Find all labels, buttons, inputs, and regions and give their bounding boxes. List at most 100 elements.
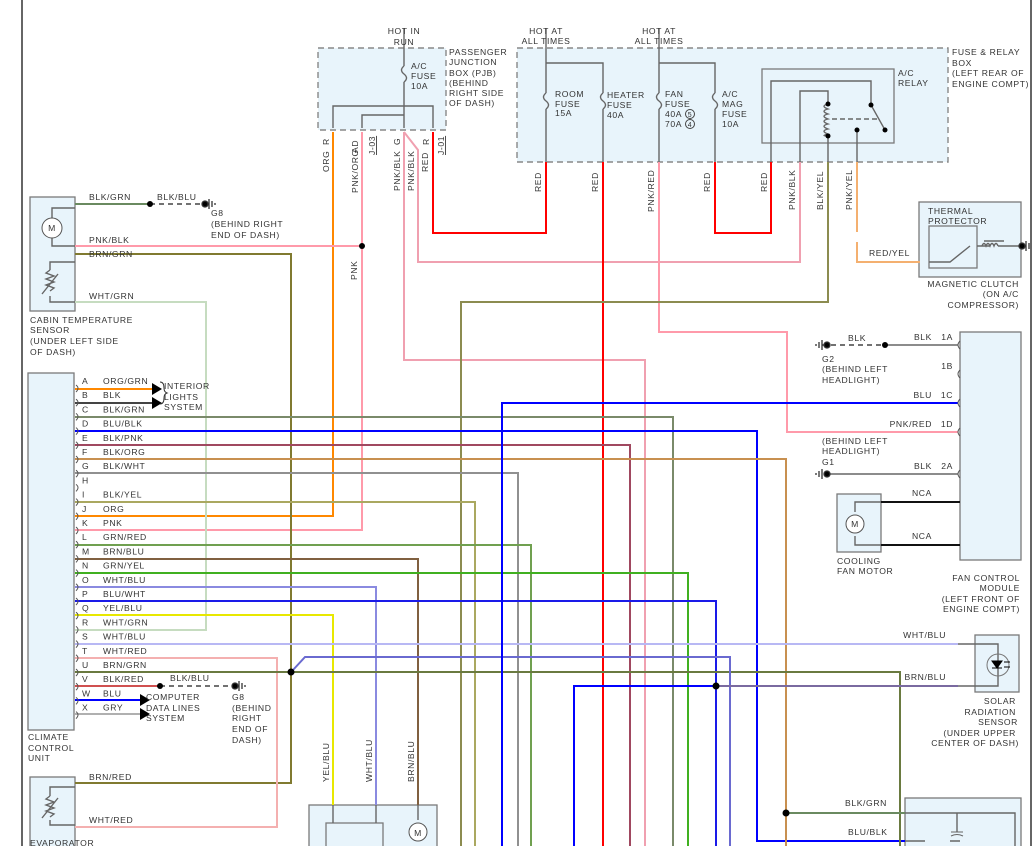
ccu-pin-letter: T xyxy=(82,646,88,656)
evap-label: EVAPORATOR xyxy=(30,838,94,846)
wire-blu-574 xyxy=(573,685,716,846)
arrow-icon xyxy=(140,708,150,720)
cabin-ground: G8 xyxy=(211,208,224,218)
pjb-fuse-3: 10A xyxy=(411,81,428,91)
mag-fuse: 10A xyxy=(722,119,739,129)
fuse-icon xyxy=(400,65,408,83)
frb-hot2: ALL TIMES xyxy=(635,36,684,46)
solar-label: RADIATION xyxy=(964,707,1016,717)
room-fuse: ROOM xyxy=(555,89,584,99)
ccu-pin-wire: WHT/GRN xyxy=(103,617,148,627)
motor-icon: M xyxy=(845,514,865,534)
connector-icon xyxy=(75,384,79,393)
solar-label: SOLAR xyxy=(984,696,1016,706)
cabin-label: CABIN TEMPERATURE xyxy=(30,315,133,325)
pjb-fuse-2: FUSE xyxy=(411,71,436,81)
fcm-pin: 1A xyxy=(941,332,953,342)
cabin-ground-wire: BLK/BLU xyxy=(157,192,197,202)
data-lines: SYSTEM xyxy=(146,713,185,723)
frb-wire: RED xyxy=(590,172,600,192)
wire-c xyxy=(75,416,674,846)
pjb-pin: G xyxy=(392,138,402,145)
interior-lights: LIGHTS xyxy=(164,392,199,402)
blower-wire: WHT/BLU xyxy=(364,739,374,782)
pjb-hot-2: RUN xyxy=(394,37,414,47)
mag-fuse: FUSE xyxy=(722,109,747,119)
connector-icon xyxy=(75,583,79,592)
ccu-pin-wire: BLK/RED xyxy=(103,674,144,684)
ccu-pin-letter: B xyxy=(82,390,88,400)
ccu-ground-wire: BLK/BLU xyxy=(170,673,210,683)
g2-label: G2 xyxy=(822,354,835,364)
ccu-pin-wire: WHT/RED xyxy=(103,646,147,656)
blower-resistor xyxy=(325,822,384,846)
fcm-label: FAN CONTROL xyxy=(952,573,1020,583)
wire-t xyxy=(75,657,278,828)
wire-org xyxy=(75,132,334,517)
pjb-pin: R xyxy=(421,138,431,145)
internal-circuits xyxy=(41,28,1022,846)
frb-wire: PNK/BLK xyxy=(787,169,797,210)
ccu-pin-wire: ORG/GRN xyxy=(103,376,148,386)
ccu-pin-wire: GRN/RED xyxy=(103,532,147,542)
pjb-label-line: RIGHT SIDE xyxy=(449,88,504,98)
wire-pnk-yel xyxy=(856,162,920,263)
note-circle-icon xyxy=(685,109,695,119)
connector-icon xyxy=(75,682,79,691)
ccu-pin-wire: BRN/BLU xyxy=(103,546,144,556)
fuse-icon xyxy=(655,92,719,110)
passenger-junction-box xyxy=(317,47,447,131)
pjb-fuse-1: A/C xyxy=(411,61,427,71)
ccu-pin-letter: I xyxy=(82,490,85,500)
wire-f xyxy=(75,458,787,846)
pjb-wire: ORG xyxy=(321,151,331,172)
connector-icon xyxy=(75,469,79,478)
cabin-ground: END OF DASH) xyxy=(211,230,280,240)
fcm-pin-wire: BLK xyxy=(914,332,932,342)
wire-p xyxy=(75,600,717,846)
ccu-pin-wire: GRN/YEL xyxy=(103,561,145,571)
ccu-label: CONTROL xyxy=(28,743,74,753)
ccu-pin-letter: R xyxy=(82,617,89,627)
interior-lights: SYSTEM xyxy=(164,402,203,412)
fcm-pin-wire: BLK xyxy=(914,461,932,471)
wires xyxy=(75,131,960,846)
ccu-pin-letter: Q xyxy=(82,603,89,613)
ccu-pin-wire: WHT/BLU xyxy=(103,632,146,642)
ground-icons xyxy=(201,199,1030,691)
ccu-pin-wire: BLK xyxy=(103,390,121,400)
ccu-pin-letter: O xyxy=(82,575,89,585)
pjb-pin: AD xyxy=(350,140,360,153)
motor-glyph: M xyxy=(414,828,422,838)
cabin-label: (UNDER LEFT SIDE xyxy=(30,336,119,346)
pjb-wire: PNK/ORG xyxy=(350,149,360,193)
ccu-pin-wire: WHT/BLU xyxy=(103,575,146,585)
fcm-pin: 1D xyxy=(941,419,953,429)
ccu-label: CLIMATE xyxy=(28,732,69,742)
ccu-pin-letter: S xyxy=(82,632,88,642)
fan-fuse: FAN xyxy=(665,89,684,99)
connector-icon xyxy=(75,711,79,719)
cabin-wire: PNK/BLK xyxy=(89,235,130,245)
pjb-hot-1: HOT IN xyxy=(388,26,421,36)
connector-icon xyxy=(75,597,79,606)
wire-brn-grn-cabin xyxy=(75,253,292,784)
ccu-pin-wire: BLK/ORG xyxy=(103,447,145,457)
ccu-pin-letter: H xyxy=(82,475,89,485)
solar-wire: WHT/BLU xyxy=(903,630,946,640)
fuse-icon xyxy=(542,92,607,110)
ccu-pin-letter: V xyxy=(82,674,88,684)
ccu-pin-letter: L xyxy=(82,532,87,542)
climate-control-unit xyxy=(27,372,75,731)
wire-slant xyxy=(292,656,731,846)
connector-icon xyxy=(75,555,79,563)
g2-wire: BLK xyxy=(848,333,866,343)
ccu-pin-letter: E xyxy=(82,433,88,443)
evaporator-sensor xyxy=(29,776,76,846)
ground-icon xyxy=(815,340,831,350)
g2-label: HEADLIGHT) xyxy=(822,375,880,385)
thermal-label: THERMAL xyxy=(928,206,973,216)
ccu-pin-wire: PNK xyxy=(103,518,122,528)
pjb-ref: J-01 xyxy=(436,136,446,155)
